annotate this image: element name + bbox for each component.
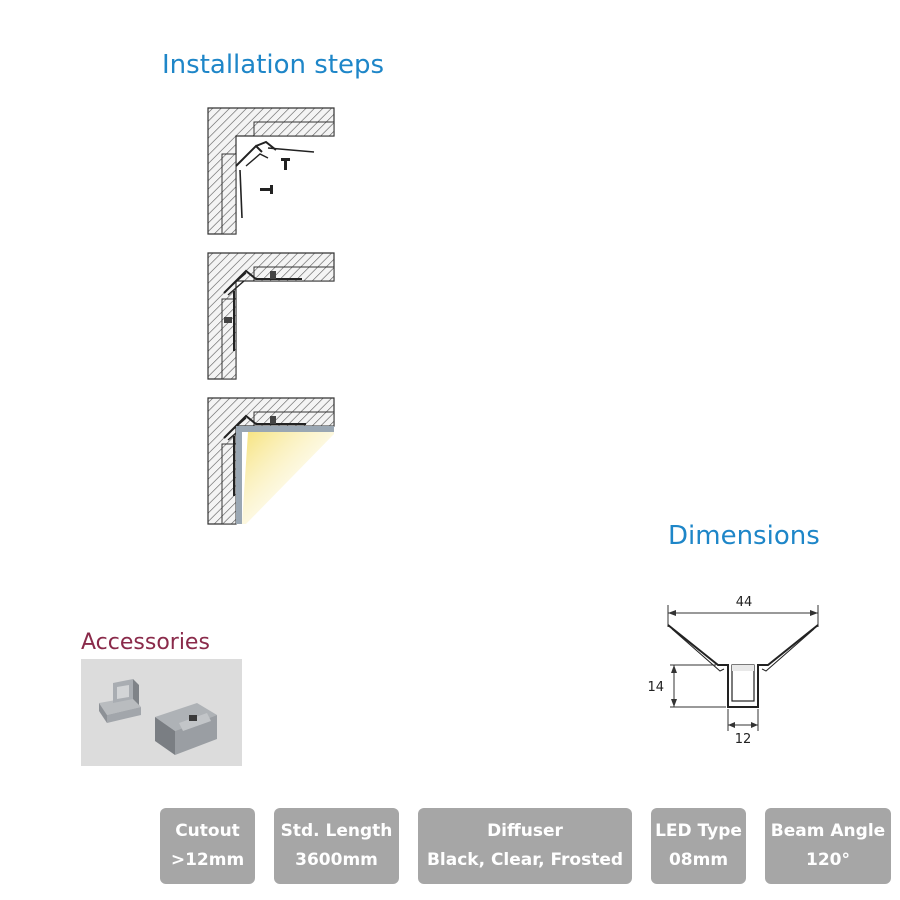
spec-value: 120° bbox=[806, 850, 850, 870]
installation-step-3-diagram bbox=[207, 397, 335, 525]
led-light-beam bbox=[242, 432, 334, 524]
profile-dimension-drawing: 44 14 12 bbox=[647, 595, 819, 747]
dimension-width-top-label: 44 bbox=[736, 595, 753, 610]
spec-label: Diffuser bbox=[487, 821, 563, 841]
spec-label: Cutout bbox=[175, 821, 240, 841]
spec-label: LED Type bbox=[655, 821, 742, 841]
spec-label: Beam Angle bbox=[770, 821, 886, 841]
installation-step-2-diagram bbox=[207, 252, 335, 380]
spec-beam-angle: Beam Angle 120° bbox=[765, 808, 891, 884]
dimension-height-label: 14 bbox=[647, 680, 664, 695]
installation-step-1-diagram bbox=[207, 107, 335, 235]
spec-label: Std. Length bbox=[280, 821, 393, 841]
spec-value: >12mm bbox=[170, 850, 245, 870]
spec-std-length: Std. Length 3600mm bbox=[274, 808, 399, 884]
installation-steps-title: Installation steps bbox=[162, 50, 385, 80]
screw-icon bbox=[260, 185, 273, 194]
accessories-end-cap-photo bbox=[81, 659, 242, 766]
spec-diffuser: Diffuser Black, Clear, Frosted bbox=[418, 808, 632, 884]
accessories-title: Accessories bbox=[81, 630, 210, 655]
dimension-width-bottom-label: 12 bbox=[735, 732, 752, 747]
dimensions-title: Dimensions bbox=[668, 521, 820, 551]
spec-led-type: LED Type 08mm bbox=[651, 808, 746, 884]
spec-cutout: Cutout >12mm bbox=[160, 808, 255, 884]
spec-value: 08mm bbox=[668, 850, 729, 870]
spec-value: Black, Clear, Frosted bbox=[426, 850, 624, 870]
spec-value: 3600mm bbox=[295, 850, 378, 870]
screw-icon bbox=[281, 158, 290, 170]
